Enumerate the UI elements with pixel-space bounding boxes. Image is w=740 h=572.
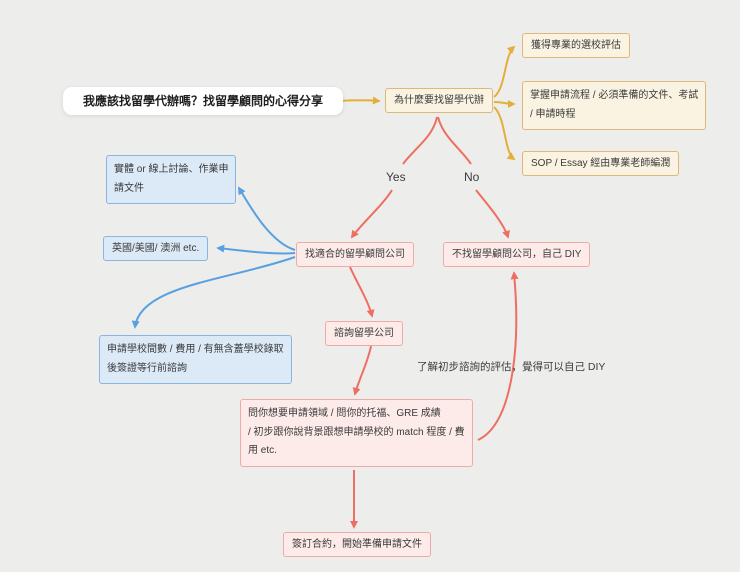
edge-why-split-yes xyxy=(402,116,438,165)
node-benefit-school-eval[interactable]: 獲得專業的選校評估 xyxy=(522,33,630,58)
node-consult-details[interactable]: 問你想要申請領域 / 問你的托福、GRE 成績 / 初步跟你說背景跟想申請學校的… xyxy=(240,399,473,467)
edge-why-split-no xyxy=(437,116,472,165)
node-title[interactable]: 我應該找留學代辦嗎？找留學顧問的心得分享 xyxy=(63,87,344,116)
node-countries[interactable]: 英國/美國/ 澳洲 etc. xyxy=(103,236,209,261)
edge-no-to-diy xyxy=(475,189,510,239)
edge-why-to-sop xyxy=(493,106,516,161)
edge-why-to-process xyxy=(493,99,516,108)
edge-label-diy-note[interactable]: 了解初步諮詢的評估，覺得可以自己 DIY xyxy=(417,361,606,373)
node-sign-contract[interactable]: 簽訂合約，開始準備申請文件 xyxy=(283,532,431,557)
edge-label-no[interactable]: No xyxy=(464,170,480,184)
edge-why-to-school-eval xyxy=(493,45,516,98)
edge-agency-to-questions xyxy=(131,256,296,329)
node-consult-agency[interactable]: 諮詢留學公司 xyxy=(325,321,403,346)
edge-agency-to-countries xyxy=(216,244,296,255)
edge-agency-to-discuss xyxy=(238,186,296,251)
edge-consult-to-detail xyxy=(352,345,372,396)
node-find-agency[interactable]: 找適合的留學顧問公司 xyxy=(296,242,414,267)
node-pre-contract-questions[interactable]: 申請學校間數 / 費用 / 有無含蓋學校錄取 後簽證等行前諮詢 xyxy=(99,335,292,384)
node-discussion-mode[interactable]: 實體 or 線上討論、作業申 請文件 xyxy=(106,155,237,204)
edge-detail-to-diy xyxy=(477,271,519,441)
node-benefit-process[interactable]: 掌握申請流程 / 必須準備的文件、考試 / 申請時程 xyxy=(522,81,707,130)
node-benefit-sop-essay[interactable]: SOP / Essay 經由專業老師編潤 xyxy=(522,151,680,176)
edge-title-to-why xyxy=(338,96,381,105)
edge-find-agency-to-consult xyxy=(349,266,375,318)
edge-yes-to-find-agency xyxy=(350,189,393,239)
node-diy[interactable]: 不找留學顧問公司，自己 DIY xyxy=(443,242,591,267)
edge-label-yes[interactable]: Yes xyxy=(386,170,406,184)
node-why-agency[interactable]: 為什麼要找留學代辦 xyxy=(385,88,493,113)
